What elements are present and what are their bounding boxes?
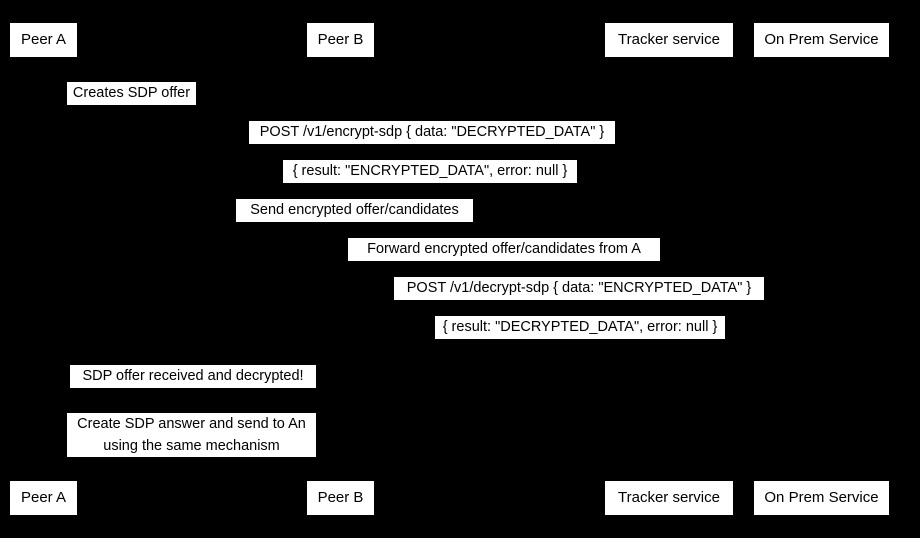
participant-top-on-prem-service[interactable]: On Prem Service [754,23,889,57]
message-label: { result: "DECRYPTED_DATA", error: null … [442,319,718,335]
lifeline-tracker-service [668,57,669,481]
lifeline-peer-b [340,57,341,481]
message-create-sdp-answer: Create SDP answer and send to An using t… [67,413,316,457]
message-send-encrypted-offer: Send encrypted offer/candidates [236,199,473,222]
participant-label: On Prem Service [764,489,879,506]
participant-label: Peer B [317,489,364,506]
participant-label: Tracker service [618,31,720,48]
message-encrypt-sdp-result: { result: "ENCRYPTED_DATA", error: null … [283,160,577,183]
message-label: POST /v1/decrypt-sdp { data: "ENCRYPTED_… [406,280,752,296]
participant-label: Tracker service [618,489,720,506]
lifeline-on-prem-service [821,57,822,481]
participant-top-peer-a[interactable]: Peer A [10,23,77,57]
participant-bottom-tracker-service[interactable]: Tracker service [605,481,733,515]
participant-bottom-peer-b[interactable]: Peer B [307,481,374,515]
message-forward-encrypted-offer: Forward encrypted offer/candidates from … [348,238,660,261]
participant-top-peer-b[interactable]: Peer B [307,23,374,57]
participant-label: Peer A [20,31,67,48]
participant-top-tracker-service[interactable]: Tracker service [605,23,733,57]
message-label: Creates SDP offer [72,85,191,101]
participant-label: On Prem Service [764,31,879,48]
message-label: SDP offer received and decrypted! [82,368,304,384]
message-label: POST /v1/encrypt-sdp { data: "DECRYPTED_… [259,124,605,140]
participant-bottom-on-prem-service[interactable]: On Prem Service [754,481,889,515]
message-label-line-1: Create SDP answer and send to An [77,416,306,432]
participant-label: Peer A [20,489,67,506]
message-label-line-2: using the same mechanism [103,438,280,454]
message-creates-sdp-offer: Creates SDP offer [67,82,196,105]
message-label: Forward encrypted offer/candidates from … [367,241,641,257]
message-decrypt-sdp-result: { result: "DECRYPTED_DATA", error: null … [435,316,725,339]
message-sdp-offer-received: SDP offer received and decrypted! [70,365,316,388]
participant-bottom-peer-a[interactable]: Peer A [10,481,77,515]
participant-label: Peer B [317,31,364,48]
lifeline-peer-a [43,57,44,481]
message-label: Send encrypted offer/candidates [250,202,459,218]
message-post-encrypt-sdp: POST /v1/encrypt-sdp { data: "DECRYPTED_… [249,121,615,144]
message-post-decrypt-sdp: POST /v1/decrypt-sdp { data: "ENCRYPTED_… [394,277,764,300]
message-label: { result: "ENCRYPTED_DATA", error: null … [292,163,568,179]
